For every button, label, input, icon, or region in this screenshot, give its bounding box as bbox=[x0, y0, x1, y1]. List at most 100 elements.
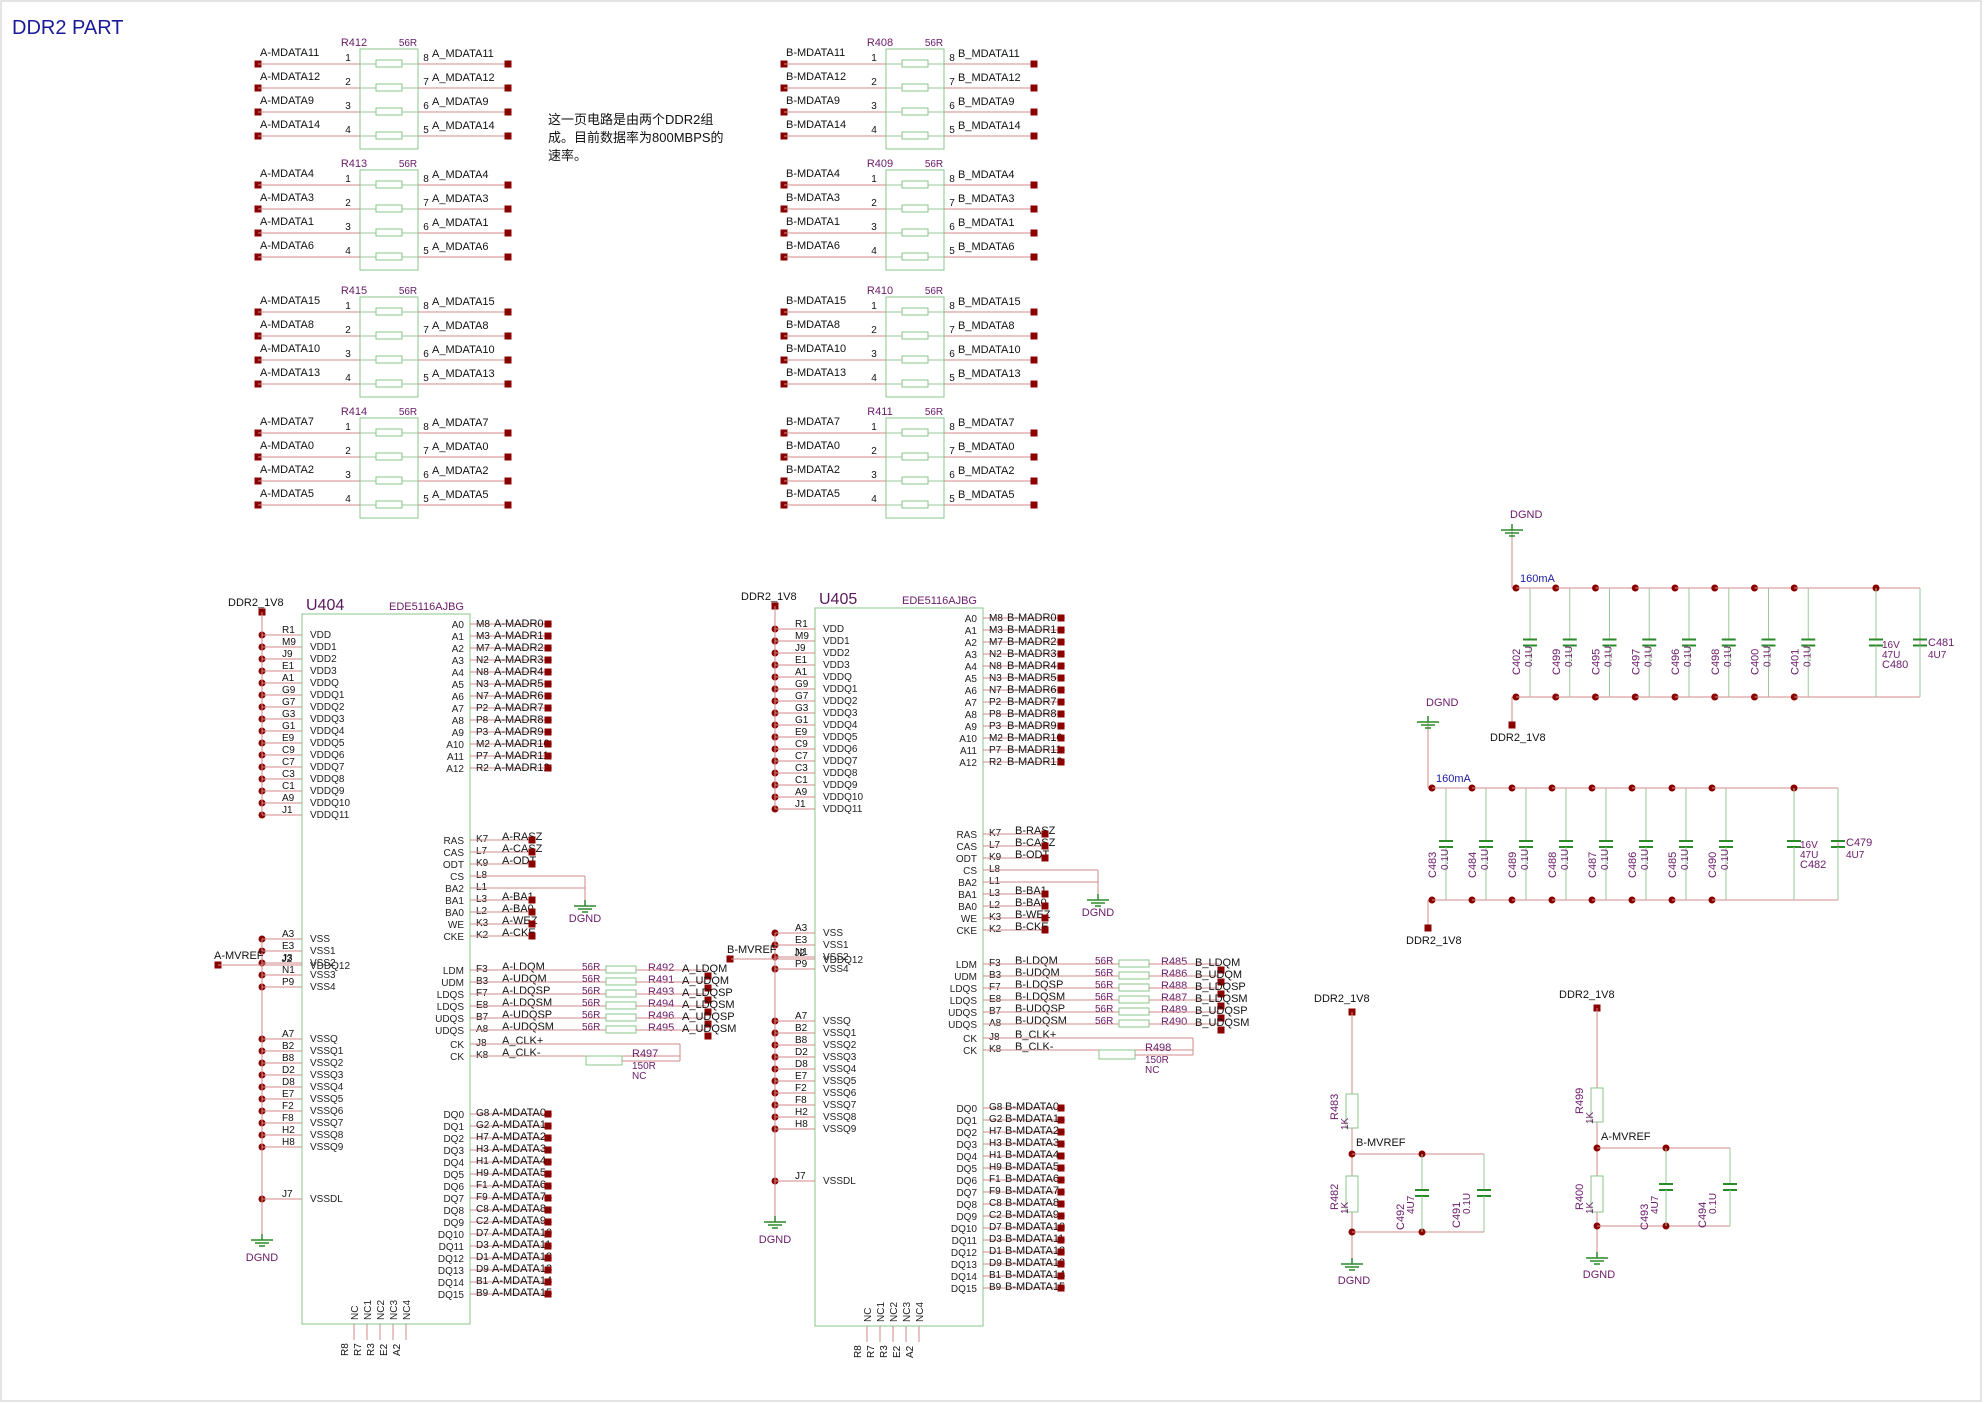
pack-right-pad bbox=[504, 108, 512, 116]
pack-pin-number: 1 bbox=[871, 174, 877, 185]
pin-name: A4 bbox=[965, 662, 978, 673]
pin-number: F2 bbox=[795, 1083, 807, 1094]
pack-left-net: B-MDATA4 bbox=[786, 168, 840, 180]
pin-number: N7 bbox=[989, 685, 1002, 696]
signal-net: A-MADR11 bbox=[494, 750, 549, 762]
pin-number: P2 bbox=[476, 703, 489, 714]
divider-rbot-value: 1K bbox=[1340, 1201, 1351, 1214]
vref-net: A-MVREF bbox=[214, 950, 264, 962]
pin-name: A2 bbox=[965, 638, 978, 649]
nc-pin-name: NC2 bbox=[889, 1302, 900, 1322]
pin-number: G8 bbox=[989, 1102, 1003, 1113]
pin-number: P7 bbox=[989, 745, 1002, 756]
series-resistor bbox=[1118, 1019, 1150, 1028]
pin-number: E1 bbox=[282, 661, 295, 672]
pack-pin-number: 7 bbox=[949, 198, 955, 209]
bank-ground-symbol bbox=[1417, 716, 1439, 729]
signal-net: B-LDQSM bbox=[1015, 991, 1065, 1003]
signal-net: A-MDATA7 bbox=[492, 1191, 546, 1203]
signal-pad bbox=[1057, 662, 1065, 670]
pack-right-net: A_MDATA11 bbox=[432, 48, 494, 60]
nc-pin-name: NC4 bbox=[402, 1300, 413, 1320]
pin-name: DQ7 bbox=[956, 1188, 977, 1199]
divider-cap-ref: C492 bbox=[1395, 1204, 1407, 1230]
signal-pad bbox=[544, 1290, 552, 1298]
pack-pin-number: 4 bbox=[345, 373, 351, 384]
pin-number: M7 bbox=[476, 643, 490, 654]
pin-name: VDDQ8 bbox=[823, 768, 858, 779]
pin-number: E3 bbox=[795, 935, 808, 946]
pack-pin-number: 5 bbox=[423, 246, 429, 257]
pin-name: A5 bbox=[452, 680, 465, 691]
resistor-pack-value: 56R bbox=[399, 159, 417, 170]
pin-name: A6 bbox=[965, 686, 978, 697]
pin-number: C7 bbox=[795, 751, 808, 762]
signal-pad bbox=[544, 1230, 552, 1238]
pin-number: G9 bbox=[282, 685, 296, 696]
series-res-ref: R496 bbox=[648, 1010, 674, 1022]
pin-number: H9 bbox=[476, 1168, 489, 1179]
pin-name: DQ10 bbox=[438, 1230, 465, 1241]
pin-name: VDD bbox=[310, 630, 331, 641]
pin-number: C1 bbox=[282, 781, 295, 792]
pack-left-net: A-MDATA9 bbox=[260, 95, 314, 107]
signal-pad bbox=[1041, 902, 1049, 910]
design-note-line-3: 速率。 bbox=[548, 148, 587, 163]
pack-pin-number: 5 bbox=[423, 125, 429, 136]
pin-name: UDM bbox=[441, 978, 464, 989]
pack-right-net: A_MDATA12 bbox=[432, 72, 495, 84]
ic-ground-symbol bbox=[764, 1216, 786, 1229]
signal-net: B-MADR10 bbox=[1007, 732, 1063, 744]
capacitor-c492 bbox=[1415, 1154, 1429, 1232]
series-res-ref: R487 bbox=[1161, 992, 1187, 1004]
pin-number: G1 bbox=[282, 721, 296, 732]
nc-pin-number: E2 bbox=[379, 1343, 390, 1356]
pin-number: E3 bbox=[282, 941, 295, 952]
pin-name: CAS bbox=[956, 842, 977, 853]
signal-pad bbox=[1041, 926, 1049, 934]
pin-name: VSS4 bbox=[310, 982, 336, 993]
pin-name: VDDQ10 bbox=[310, 798, 350, 809]
signal-pad bbox=[1057, 1116, 1065, 1124]
pack-left-net: B-MDATA7 bbox=[786, 416, 840, 428]
pack-left-net: B-MDATA2 bbox=[786, 464, 840, 476]
signal-pad bbox=[528, 836, 536, 844]
resistor-pack-value: 56R bbox=[399, 286, 417, 297]
bulk-capacitor-c480 bbox=[1869, 588, 1883, 697]
signal-net: B-MADR2 bbox=[1007, 636, 1057, 648]
pack-pin-number: 6 bbox=[423, 349, 429, 360]
signal-pad bbox=[544, 1206, 552, 1214]
pack-pin-number: 8 bbox=[949, 422, 955, 433]
design-note: 这一页电路是由两个DDR2组 成。目前数据率为800MBPS的 速率。 bbox=[548, 112, 727, 163]
signal-pad bbox=[544, 716, 552, 724]
pack-right-pad bbox=[504, 501, 512, 509]
pin-number: E7 bbox=[795, 1071, 808, 1082]
design-note-line-1: 这一页电路是由两个DDR2组 bbox=[548, 112, 713, 127]
pin-name: DQ13 bbox=[438, 1266, 465, 1277]
pack-left-net: A-MDATA2 bbox=[260, 464, 314, 476]
series-res-value: 56R bbox=[1095, 956, 1113, 967]
signal-pad bbox=[544, 1218, 552, 1226]
pin-number: M9 bbox=[282, 637, 296, 648]
pack-left-net: B-MDATA13 bbox=[786, 367, 846, 379]
nc-pin-number: R8 bbox=[340, 1343, 351, 1356]
pin-name: LDQS bbox=[950, 996, 978, 1007]
pack-pin-number: 5 bbox=[949, 373, 955, 384]
signal-net: B-MDATA7 bbox=[1005, 1185, 1059, 1197]
pin-name: VDDQ4 bbox=[823, 720, 858, 731]
signal-net: A-MDATA4 bbox=[492, 1155, 546, 1167]
signal-net: B-MDATA15 bbox=[1005, 1281, 1065, 1293]
pin-name: VDDQ bbox=[823, 672, 852, 683]
signal-net: B-MDATA1 bbox=[1005, 1113, 1059, 1125]
pin-name: A0 bbox=[452, 620, 465, 631]
pin-number: F1 bbox=[476, 1180, 488, 1191]
pack-pin-number: 1 bbox=[345, 174, 351, 185]
signal-net: A-MADR12 bbox=[494, 762, 550, 774]
pin-number: M8 bbox=[476, 619, 490, 630]
signal-net: B-MDATA11 bbox=[1005, 1233, 1064, 1245]
pin-number: A3 bbox=[795, 923, 808, 934]
pack-right-pad bbox=[1030, 181, 1038, 189]
